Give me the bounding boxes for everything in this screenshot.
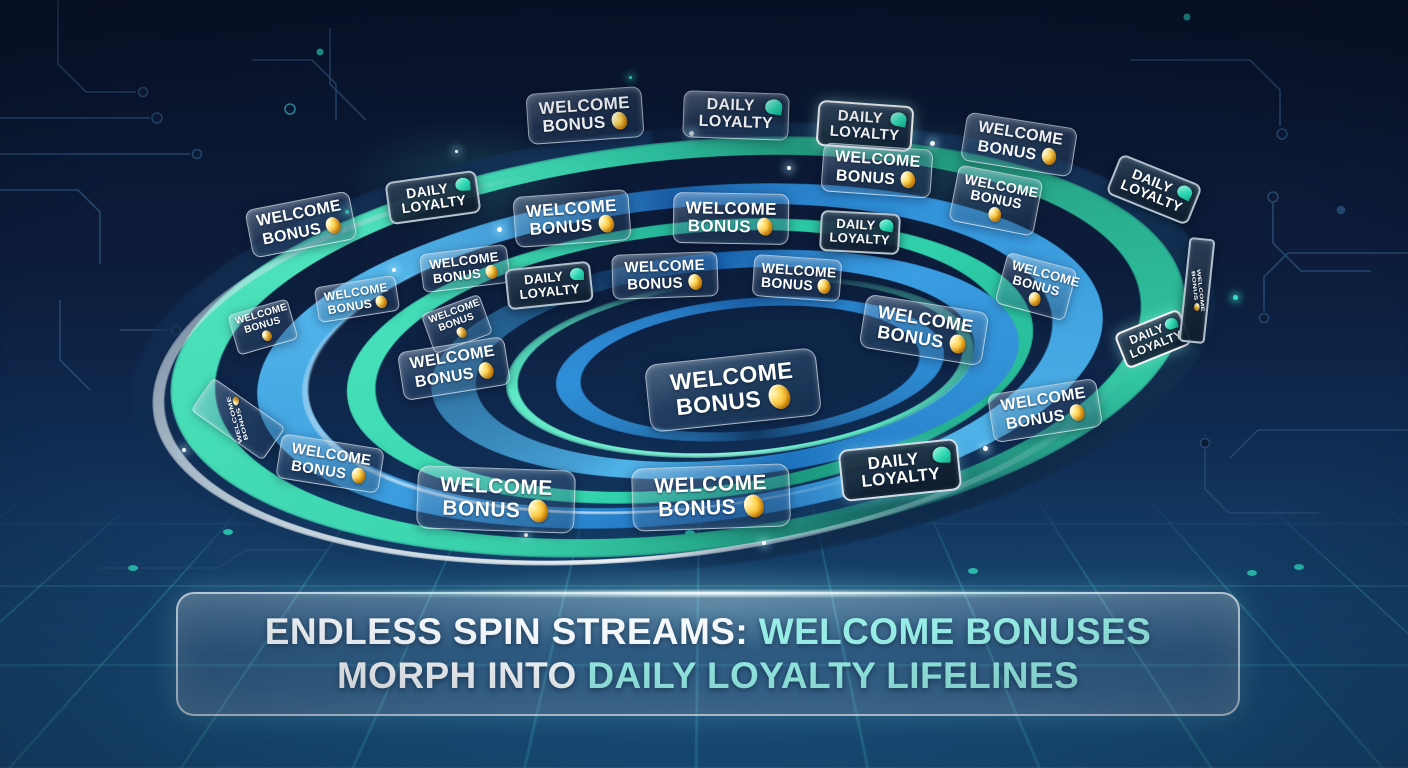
- coin-icon: [260, 328, 274, 343]
- coin-icon: [231, 395, 241, 407]
- coin-icon: [765, 380, 795, 412]
- coin-icon: [483, 262, 500, 281]
- coin-icon: [948, 333, 968, 355]
- coin-icon: [1192, 301, 1200, 312]
- coin-icon: [987, 206, 1003, 223]
- coin-icon: [1040, 146, 1058, 167]
- title-line1-lead: ENDLESS SPIN STREAMS:: [264, 610, 749, 652]
- coin-icon: [899, 169, 918, 191]
- title-banner: ENDLESS SPIN STREAMS: WELCOME BONUSES MO…: [176, 592, 1240, 716]
- coin-icon: [373, 292, 390, 310]
- loyalty-leaf-icon: [932, 446, 951, 463]
- coin-icon: [525, 497, 550, 525]
- coin-icon: [350, 466, 367, 485]
- coin-icon: [754, 216, 775, 239]
- loyalty-leaf-icon: [570, 267, 585, 280]
- coin-icon: [685, 271, 705, 292]
- title-line1-accent: WELCOME BONUSES: [758, 610, 1152, 652]
- loyalty-leaf-icon: [455, 177, 471, 192]
- title-line1: ENDLESS SPIN STREAMS: WELCOME BONUSES: [265, 610, 1151, 654]
- coin-icon: [816, 277, 833, 296]
- coin-icon: [454, 325, 469, 340]
- coin-icon: [608, 109, 630, 133]
- coin-icon: [1067, 401, 1089, 424]
- title-line2: MORPH INTO DAILY LOYALTY LIFELINES: [337, 654, 1079, 698]
- title-line2-accent: DAILY LOYALTY LIFELINES: [587, 655, 1080, 696]
- coin-icon: [323, 214, 345, 237]
- coin-icon: [595, 212, 617, 236]
- coin-icon: [740, 491, 767, 520]
- title-line2-lead: MORPH INTO: [336, 655, 577, 696]
- coin-icon: [476, 359, 498, 382]
- coin-icon: [1028, 292, 1041, 307]
